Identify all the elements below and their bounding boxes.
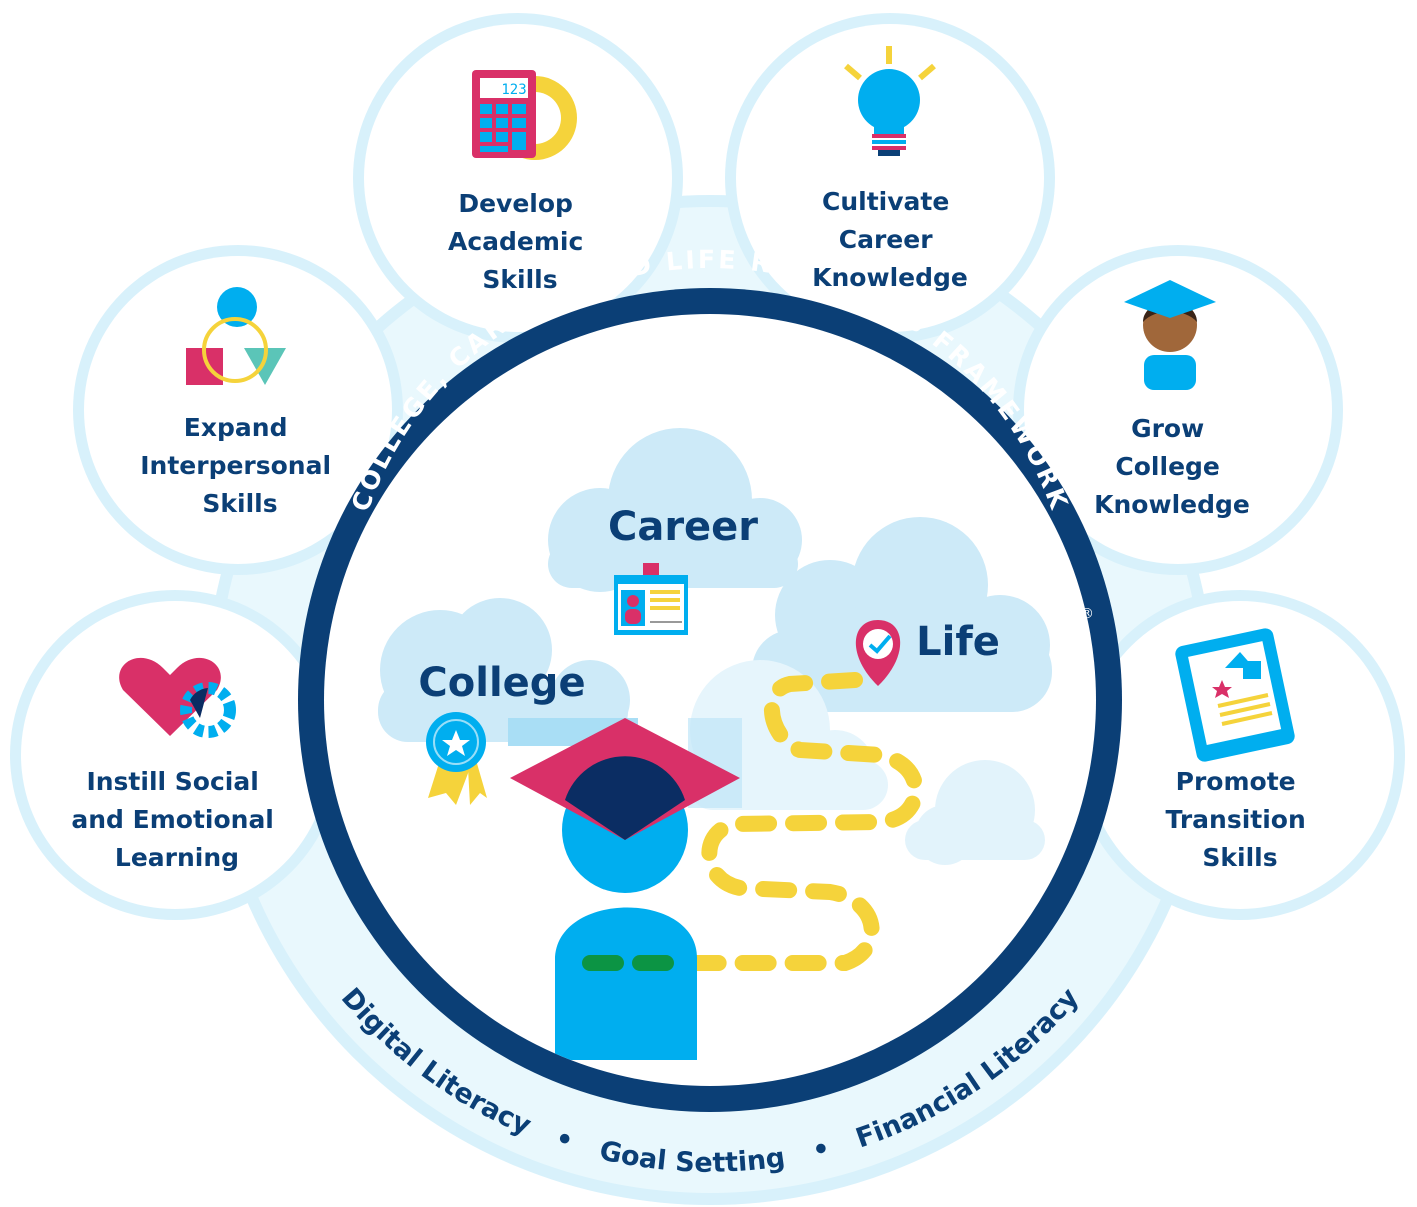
pillar-label-social-emotional: Instill Social and Emotional Learning: [71, 767, 282, 872]
id-badge-icon: [614, 563, 688, 635]
life-label: Life: [916, 619, 1000, 665]
pillar-label-college-knowledge: Grow College Knowledge: [1094, 414, 1250, 519]
pillar-label-career-knowledge: Cultivate Career Knowledge: [812, 187, 968, 292]
student-figure: [510, 718, 740, 1060]
inner-scene: Career College Life: [378, 428, 1052, 1060]
pillar-bubbles: [10, 13, 1405, 920]
career-cloud: [548, 428, 802, 592]
graduate-icon: [1124, 280, 1216, 390]
heart-gear-icon: [119, 657, 236, 738]
lightbulb-icon: [844, 46, 936, 156]
tablet-icon: [1175, 628, 1295, 762]
calculator-display: 123: [501, 82, 526, 98]
career-label: Career: [608, 504, 758, 550]
life-cloud: [752, 517, 1052, 712]
calculator-icon: 123: [472, 70, 577, 160]
award-ribbon-icon: [426, 712, 487, 805]
pillar-label-interpersonal: Expand Interpersonal Skills: [140, 413, 340, 518]
faint-cloud-right: [905, 760, 1045, 865]
dashed-path: [582, 672, 924, 971]
shapes-icon: [186, 287, 286, 385]
location-pin-icon: [855, 620, 901, 686]
pillar-label-transition: Promote Transition Skills: [1166, 767, 1315, 872]
college-label: College: [418, 660, 585, 706]
registered-mark: ®: [1080, 606, 1094, 622]
pillar-label-academic: Develop Academic Skills: [448, 189, 592, 294]
